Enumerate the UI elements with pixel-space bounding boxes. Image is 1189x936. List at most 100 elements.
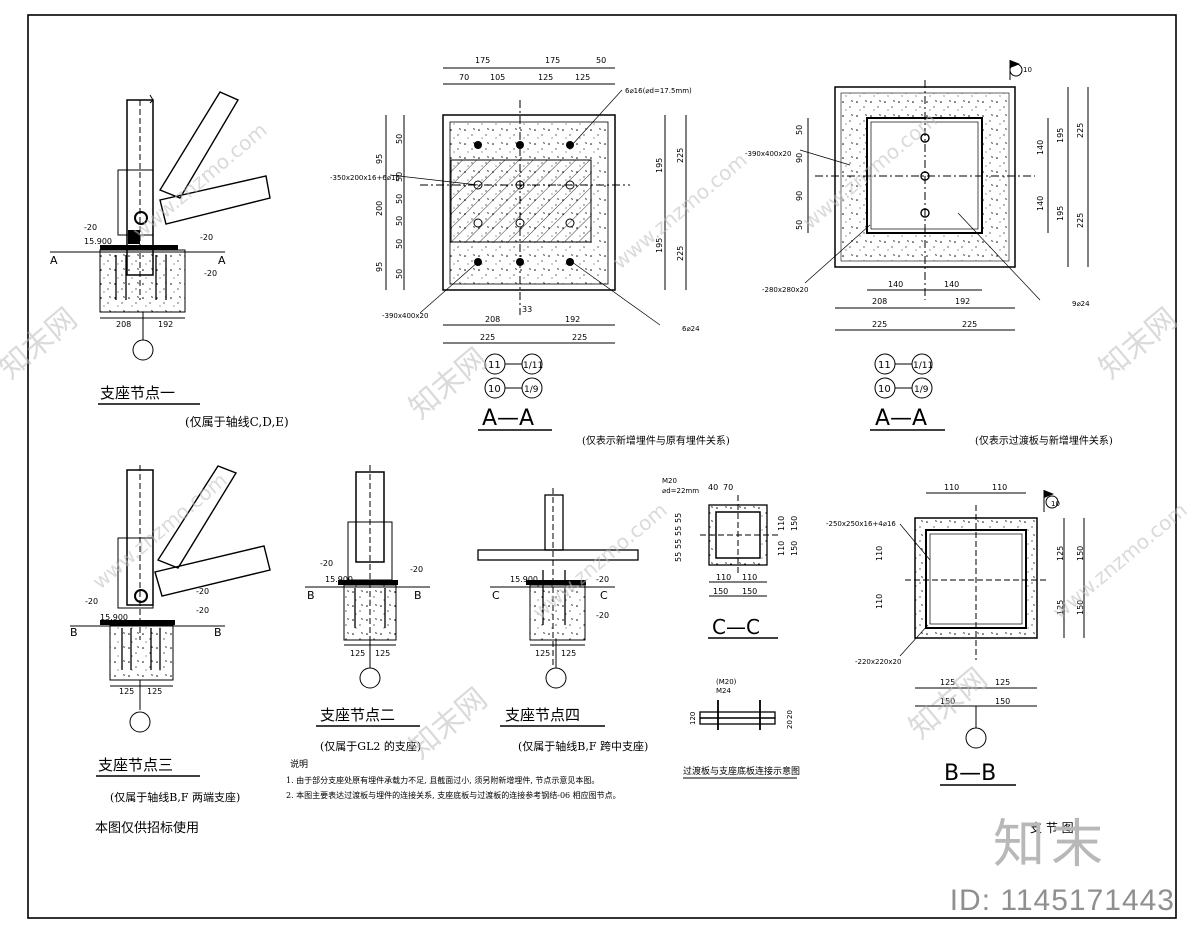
aa2-grid-1: 11 xyxy=(878,360,891,371)
cc-top-2: 70 xyxy=(723,483,733,492)
aa1-section: 175 175 50 70 105 125 125 95 200 95 50 5… xyxy=(330,56,730,447)
aa1-left2-3: 50 xyxy=(395,194,404,204)
node2-thk-1: -20 xyxy=(320,559,333,568)
node2-detail: B B 15.900 -20 -20 125 125 支座节点二 (仅属于GL2… xyxy=(305,465,430,753)
aa2-grid-2: 1/11 xyxy=(913,361,933,371)
bb-top-2: 110 xyxy=(992,483,1007,492)
aa1-title: A—A xyxy=(482,406,534,431)
bb-bot-1: 125 xyxy=(940,678,955,687)
aa1-top2-4: 125 xyxy=(575,73,590,82)
aa1-top2-1: 70 xyxy=(459,73,469,82)
cc-left-3: 55 xyxy=(674,539,683,549)
node3-sec-left: B xyxy=(70,626,78,639)
bb-right-2: 125 xyxy=(1056,600,1065,615)
watermark-site-4: www.znzmo.com xyxy=(88,468,232,594)
aa1-dim-33: 33 xyxy=(522,305,532,314)
aa1-left2-2: 50 xyxy=(395,172,404,182)
cc-right-1: 110 xyxy=(777,516,786,531)
cc-label-bolt: ⌀d=22mm xyxy=(662,487,699,495)
bb-top-1: 110 xyxy=(944,483,959,492)
cc-right2-1: 110 xyxy=(777,541,786,556)
node1-sec-a-left: A xyxy=(50,254,58,267)
node1-thk-2: -20 xyxy=(200,233,213,242)
aa1-bolts xyxy=(473,141,575,266)
aa2-section: 10 50 90 90 50 140 140 195 195 225 225 1… xyxy=(745,60,1113,447)
node4-detail: C C 15.900 -20 -20 125 125 支座节点四 (仅属于轴线B… xyxy=(477,488,648,753)
aa1-right-2: 195 xyxy=(655,238,664,253)
bb-title: B—B xyxy=(944,761,996,786)
node3-note: 本图仅供招标使用 xyxy=(95,820,199,836)
node3-dim-l: 125 xyxy=(119,687,134,696)
aa2-right-2: 140 xyxy=(1036,196,1045,211)
cc-bot-1: 110 xyxy=(716,573,731,582)
aa1-label-bolts2: 6⌀24 xyxy=(682,325,700,333)
node4-thk-2: -20 xyxy=(596,611,609,620)
node3-thk-3: -20 xyxy=(196,606,209,615)
node2-subtitle: (仅属于GL2 的支座) xyxy=(320,739,421,753)
bb-left-1: 110 xyxy=(875,546,884,561)
aa1-left2-4: 50 xyxy=(395,216,404,226)
notes-line-2: 2. 本图主要表达过渡板与埋件的连接关系, 支座底板与过渡板的连接参考钢结-06… xyxy=(286,790,621,800)
aa2-right2-2: 195 xyxy=(1056,206,1065,221)
notes-block: 说明 1. 由于部分支座处原有埋件承载力不足, 且截面过小, 须另附新增埋件, … xyxy=(286,758,621,800)
watermark-brand-4: 知末网 xyxy=(403,681,494,766)
aa2-label-plate1: -390x400x20 xyxy=(745,150,791,158)
aa2-grid-3: 10 xyxy=(878,384,891,395)
detail-20b: 20 xyxy=(786,720,794,729)
cc-right-2: 150 xyxy=(790,516,799,531)
watermark-id: ID: 1145171443 xyxy=(949,884,1175,917)
cc-left-2: 55 xyxy=(674,526,683,536)
detail-title: 过渡板与支座底板连接示意图 xyxy=(683,765,800,777)
aa1-top-3: 50 xyxy=(596,56,606,65)
node3-title: 支座节点三 xyxy=(98,756,173,774)
node4-dim-r: 125 xyxy=(561,649,576,658)
node1-thk-3: -20 xyxy=(204,269,217,278)
cc-right2-2: 150 xyxy=(790,541,799,556)
cc-section: 40 70 M20 ⌀d=22mm 55 55 55 55 110 150 11… xyxy=(662,477,799,639)
aa2-left-3: 90 xyxy=(795,191,804,201)
bb-left-2: 110 xyxy=(875,594,884,609)
aa1-left2-5: 50 xyxy=(395,239,404,249)
node1-sec-a-right: A xyxy=(218,254,226,267)
aa1-grid-4: 1/9 xyxy=(524,385,539,395)
bb-right2-1: 150 xyxy=(1076,546,1085,561)
aa1-top-1: 175 xyxy=(475,56,490,65)
aa2-right3-1: 225 xyxy=(1076,123,1085,138)
cc-label-bolt2: M20 xyxy=(662,477,677,485)
watermark-logo: 知末 xyxy=(993,815,1110,875)
notes-title: 说明 xyxy=(290,758,308,770)
node3-thk-2: -20 xyxy=(196,587,209,596)
aa1-left-4: 200 xyxy=(375,201,384,216)
node4-sec-right: C xyxy=(600,589,608,602)
cc-bot-2: 110 xyxy=(742,573,757,582)
node2-elev: 15.900 xyxy=(325,575,353,584)
aa1-left2-6: 50 xyxy=(395,269,404,279)
watermark-brand-1: 知末网 xyxy=(0,301,84,386)
bb-label-plate2: -220x220x20 xyxy=(855,658,901,666)
aa2-flag: 10 xyxy=(1023,66,1032,74)
aa1-caption: (仅表示新增埋件与原有埋件关系) xyxy=(582,434,730,447)
aa2-grid-4: 1/9 xyxy=(914,385,929,395)
aa1-label-plate2: -390x400x20 xyxy=(382,312,428,320)
watermark-site-1: www.znzmo.com xyxy=(128,118,272,244)
node3-detail: B B 15.900 -20 -20 -20 125 125 支座节点三 (仅属… xyxy=(70,465,271,836)
bb-flag: 10 xyxy=(1051,500,1060,508)
bb-bot2-2: 150 xyxy=(995,697,1010,706)
cc-bot2-2: 150 xyxy=(742,587,757,596)
aa2-bot-2: 140 xyxy=(944,280,959,289)
aa2-title: A—A xyxy=(875,406,927,431)
detail-20a: 20 xyxy=(786,710,794,719)
node4-thk-1: -20 xyxy=(596,575,609,584)
node1-detail: A A 15.900 -20 -20 -20 208 192 支座节点一 (仅属… xyxy=(50,91,289,429)
node3-dim-r: 125 xyxy=(147,687,162,696)
aa1-right2-1: 225 xyxy=(676,148,685,163)
cc-top-1: 40 xyxy=(708,483,718,492)
node4-sec-left: C xyxy=(492,589,500,602)
bb-label-plate1: -250x250x16+4⌀16 xyxy=(826,520,896,528)
bb-bot2-1: 150 xyxy=(940,697,955,706)
node2-sec-left: B xyxy=(307,589,315,602)
aa1-grid-1: 11 xyxy=(488,360,501,371)
aa2-bot-1: 140 xyxy=(888,280,903,289)
node2-thk-2: -20 xyxy=(410,565,423,574)
node2-dim-r: 125 xyxy=(375,649,390,658)
